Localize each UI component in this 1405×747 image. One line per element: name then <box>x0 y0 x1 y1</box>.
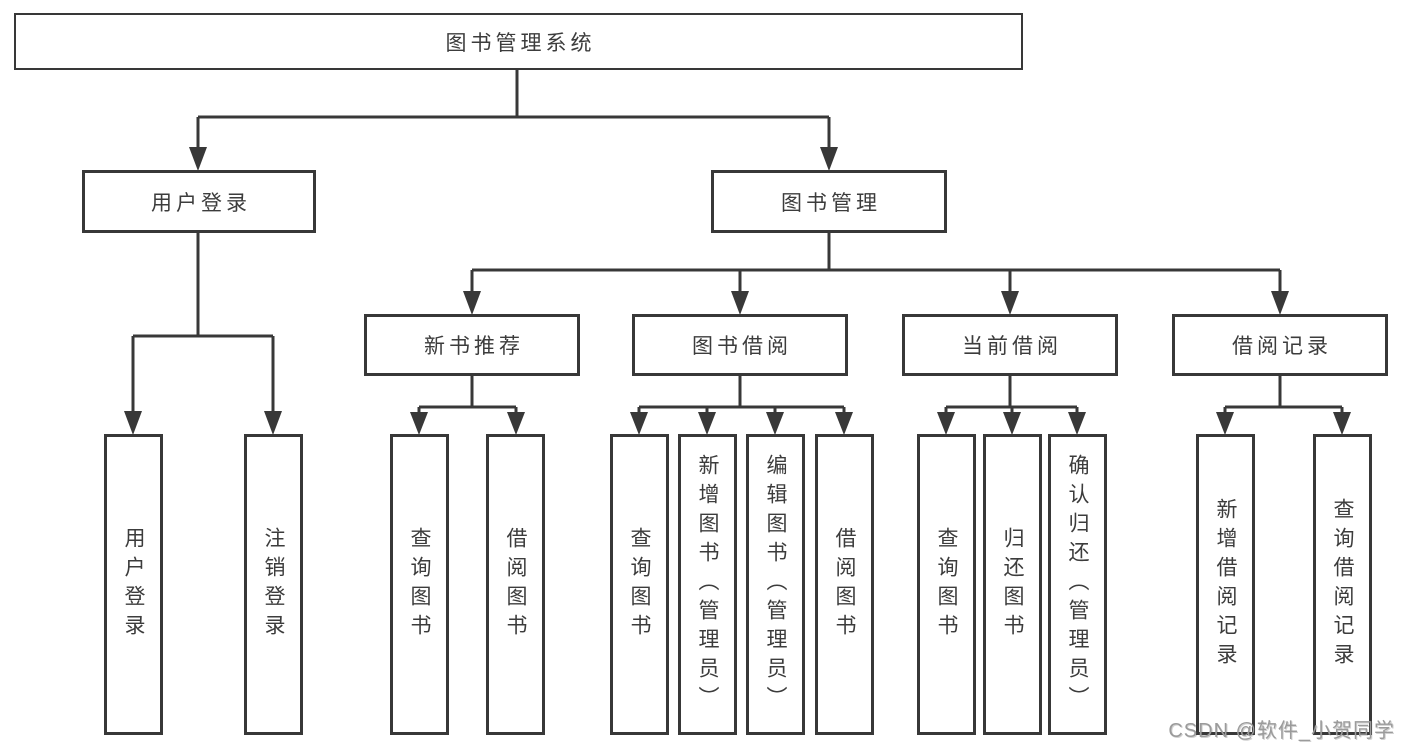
node-label: 查询图书 <box>408 526 431 643</box>
node-leaf-cb-query-books: 查询图书 <box>917 434 976 735</box>
node-leaf-bb-add-book-admin: 新增图书（管理员） <box>678 434 737 735</box>
node-label: 查询借阅记录 <box>1331 497 1354 672</box>
node-label: 确认归还（管理员） <box>1066 454 1089 715</box>
connector-root-to-level2 <box>189 70 838 171</box>
connector-borrow-records-children <box>1216 376 1351 435</box>
arrow-down-icon <box>1216 412 1234 435</box>
arrow-down-icon <box>630 412 648 435</box>
connector-current-borrow-children <box>937 376 1086 435</box>
arrow-down-icon <box>507 412 525 435</box>
node-label: 查询图书 <box>935 526 958 643</box>
node-new-book-recommend: 新书推荐 <box>364 314 580 376</box>
node-label: 图书管理 <box>781 191 881 215</box>
node-label: 新增借阅记录 <box>1214 497 1237 672</box>
arrow-down-icon <box>1271 291 1289 315</box>
node-leaf-nb-borrow-books: 借阅图书 <box>486 434 545 735</box>
arrow-down-icon <box>835 412 853 435</box>
node-label: 用户登录 <box>151 191 251 215</box>
node-label: 注销登录 <box>262 526 285 643</box>
arrow-down-icon <box>124 411 142 435</box>
node-current-borrowing: 当前借阅 <box>902 314 1118 376</box>
arrow-down-icon <box>264 411 282 435</box>
node-label: 图书借阅 <box>692 335 792 358</box>
connector-new-book-children <box>410 376 525 435</box>
node-leaf-bb-borrow-books: 借阅图书 <box>815 434 874 735</box>
node-leaf-cb-confirm-return-admin: 确认归还（管理员） <box>1048 434 1107 735</box>
node-borrowing-records: 借阅记录 <box>1172 314 1388 376</box>
arrow-down-icon <box>1068 412 1086 435</box>
node-user-login: 用户登录 <box>82 170 316 233</box>
arrow-down-icon <box>410 412 428 435</box>
arrow-down-icon <box>820 147 838 171</box>
csdn-watermark: CSDN @软件_小贺同学 <box>1168 720 1395 742</box>
node-leaf-br-add-borrow-record: 新增借阅记录 <box>1196 434 1255 735</box>
arrow-down-icon <box>731 291 749 315</box>
arrow-down-icon <box>189 147 207 171</box>
arrow-down-icon <box>937 412 955 435</box>
node-leaf-logout: 注销登录 <box>244 434 303 735</box>
arrow-down-icon <box>463 291 481 315</box>
node-library-management-system: 图书管理系统 <box>14 13 1023 70</box>
node-label: 新增图书（管理员） <box>696 454 719 715</box>
node-label: 新书推荐 <box>424 335 524 358</box>
node-book-management: 图书管理 <box>711 170 947 233</box>
node-leaf-bb-query-books: 查询图书 <box>610 434 669 735</box>
connector-book-borrow-children <box>630 376 853 435</box>
node-leaf-br-query-borrow-record: 查询借阅记录 <box>1313 434 1372 735</box>
arrow-down-icon <box>1003 412 1021 435</box>
node-book-borrowing: 图书借阅 <box>632 314 848 376</box>
node-leaf-user-login: 用户登录 <box>104 434 163 735</box>
node-leaf-cb-return-books: 归还图书 <box>983 434 1042 735</box>
node-label: 借阅图书 <box>833 526 856 643</box>
node-label: 当前借阅 <box>962 335 1062 358</box>
node-label: 借阅记录 <box>1232 335 1332 358</box>
arrow-down-icon <box>698 412 716 435</box>
node-label: 借阅图书 <box>504 526 527 643</box>
node-leaf-bb-edit-book-admin: 编辑图书（管理员） <box>746 434 805 735</box>
node-label: 图书管理系统 <box>445 31 596 55</box>
node-label: 查询图书 <box>628 526 651 643</box>
node-label: 编辑图书（管理员） <box>764 454 787 715</box>
node-label: 归还图书 <box>1001 526 1024 643</box>
node-leaf-nb-query-books: 查询图书 <box>390 434 449 735</box>
arrow-down-icon <box>766 412 784 435</box>
arrow-down-icon <box>1333 412 1351 435</box>
arrow-down-icon <box>1001 291 1019 315</box>
node-label: 用户登录 <box>122 526 145 643</box>
connector-user-login-children <box>124 233 282 435</box>
connector-book-management-children <box>463 233 1289 315</box>
